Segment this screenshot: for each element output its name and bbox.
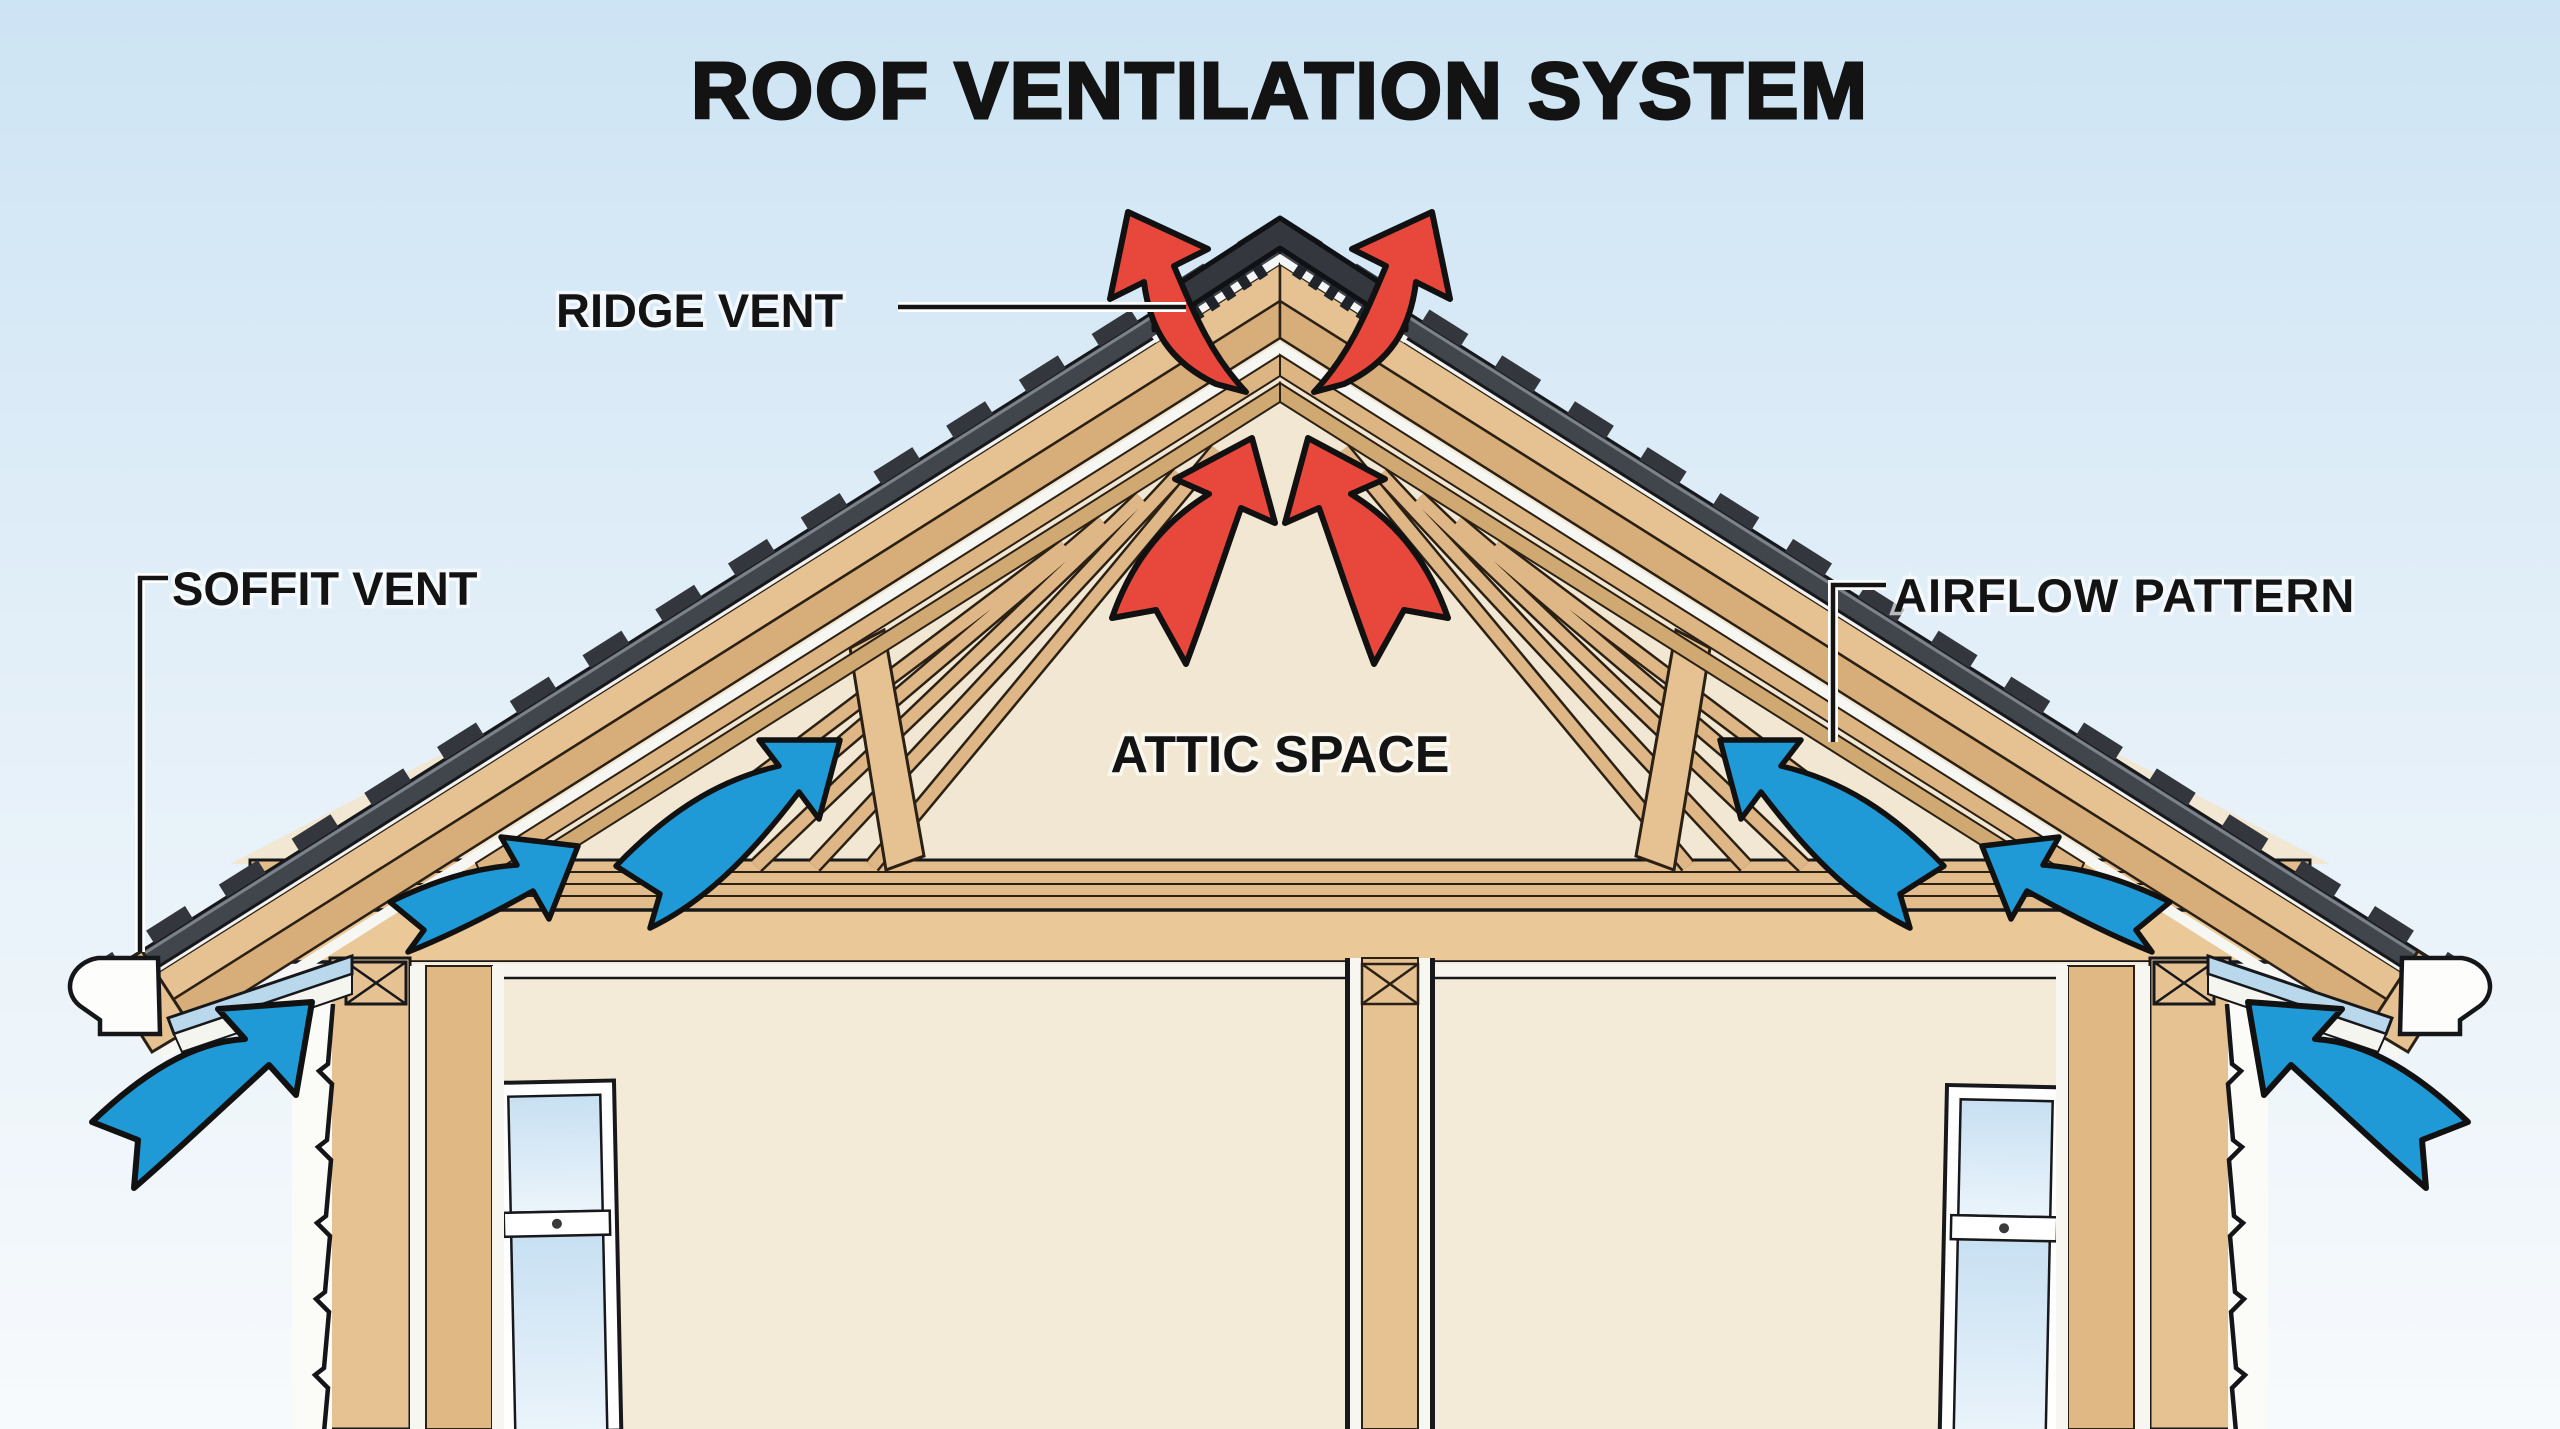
airflow-leader [1830, 582, 1886, 742]
ceiling-joists [248, 858, 2312, 912]
label-ridge-vent: RIDGE VENT [556, 284, 844, 337]
label-airflow-pattern: AIRFLOW PATTERN [1893, 569, 2355, 622]
soffit-vent-leader [137, 575, 168, 952]
hot-air-arrow-exhaust-right [1311, 209, 1453, 395]
window-left [492, 1078, 624, 1429]
hot-air-arrow-attic-right [1282, 435, 1451, 667]
window-right [1937, 1083, 2069, 1429]
leader-lines [135, 302, 1886, 952]
center-wall [1345, 957, 1435, 1429]
page-title: ROOF VENTILATION SYSTEM [691, 46, 1869, 135]
hot-air-arrows [1107, 209, 1453, 667]
wall-top-plate-beam [248, 908, 2312, 964]
hot-air-arrow-attic-left [1109, 435, 1278, 667]
label-attic-space: ATTIC SPACE [1111, 726, 1450, 784]
label-soffit-vent: SOFFIT VENT [172, 562, 478, 615]
